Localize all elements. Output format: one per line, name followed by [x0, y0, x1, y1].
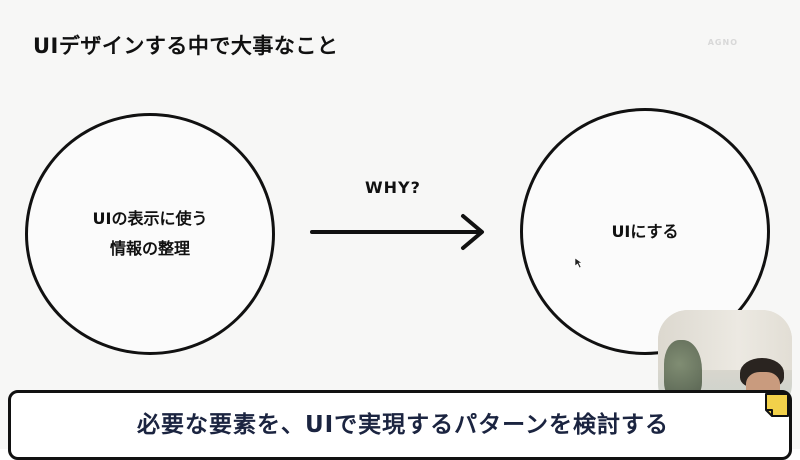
- left-circle: UIの表示に使う 情報の整理: [25, 113, 275, 355]
- slide-title: UIデザインする中で大事なこと: [33, 34, 339, 58]
- brand-logo: AGNO: [707, 38, 738, 47]
- subtitle-text: 必要な要素を、UIで実現するパターンを検討する: [136, 412, 670, 438]
- right-circle-label: UIにする: [611, 221, 679, 241]
- left-circle-line1: UIの表示に使う: [92, 209, 208, 228]
- left-circle-line2: 情報の整理: [109, 239, 190, 258]
- page-corner-icon: [765, 393, 789, 417]
- subtitle-bar: 必要な要素を、UIで実現するパターンを検討する: [8, 390, 792, 460]
- presentation-slide: UIデザインする中で大事なこと AGNO UIの表示に使う 情報の整理 WHY?…: [25, 34, 770, 355]
- why-label: WHY?: [365, 178, 421, 197]
- mouse-cursor-icon: [575, 258, 583, 268]
- right-arrow-icon: [310, 214, 484, 250]
